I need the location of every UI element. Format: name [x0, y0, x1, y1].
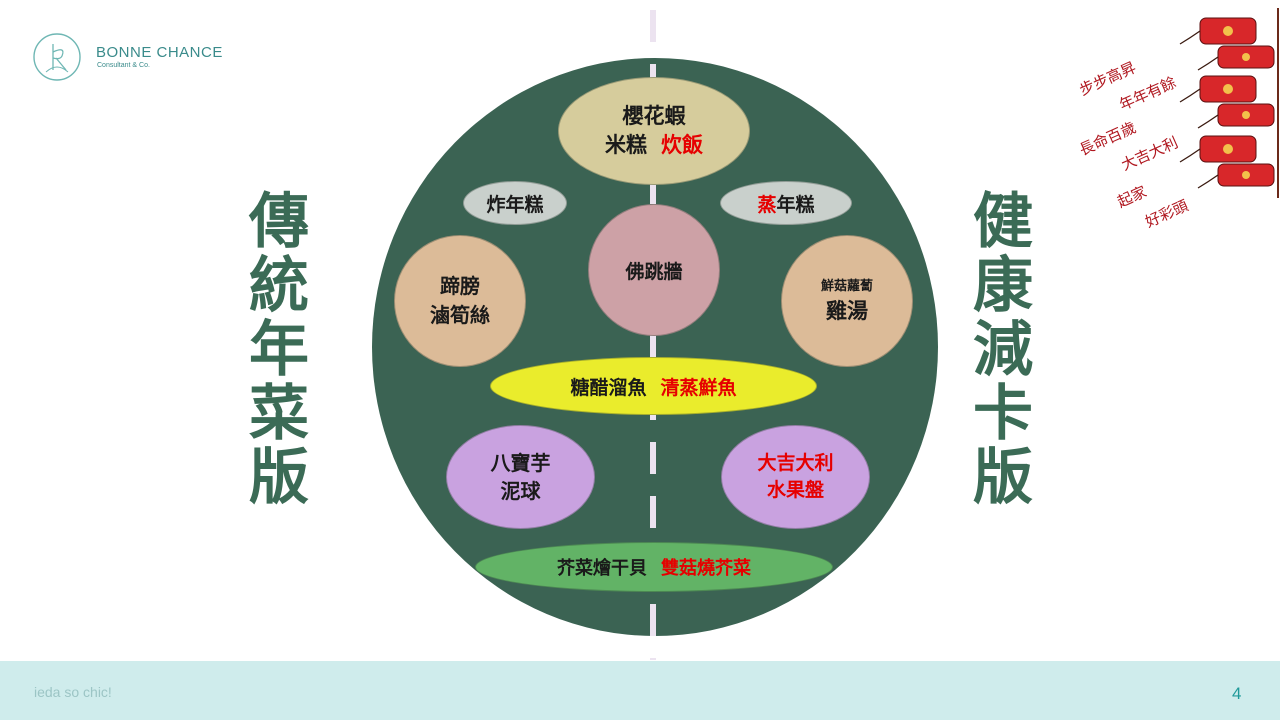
dish-label-healthy: 蒸: [757, 193, 777, 216]
title-char: 菜: [249, 379, 309, 449]
title-char: 年: [249, 315, 309, 385]
title-char: 傳: [249, 187, 309, 257]
dish-buddha-jumps-wall: 佛跳牆: [588, 204, 720, 336]
dish-label: 芥菜燴干貝: [557, 558, 647, 579]
title-char: 減: [973, 315, 1033, 385]
dish-taro-balls: 八寶芋 泥球: [446, 425, 595, 529]
brand-name: BONNE CHANCE: [96, 44, 223, 61]
dish-label-healthy: 清蒸鮮魚: [660, 376, 737, 399]
dish-label: 泥球: [500, 479, 541, 503]
dish-label-healthy: 炊飯: [661, 133, 703, 157]
dish-label: 糖醋溜魚: [570, 376, 647, 399]
dish-label: 八寶芋: [490, 451, 551, 475]
title-char: 統: [249, 251, 309, 321]
dish-fish: 糖醋溜魚清蒸鮮魚: [490, 357, 817, 415]
title-char: 康: [973, 251, 1033, 321]
dish-mustard-greens: 芥菜燴干貝雙菇燒芥菜: [475, 542, 833, 592]
footer-text: ieda so chic!: [34, 684, 112, 700]
healthy-title: 健 康 減 卡 版: [968, 190, 1038, 510]
dish-sakura-shrimp-rice: 櫻花蝦 米糕炊飯: [558, 77, 750, 185]
dish-label: 米糕: [605, 133, 647, 157]
dish-fried-rice-cake: 炸年糕: [463, 181, 567, 225]
dish-steamed-rice-cake: 蒸年糕: [720, 181, 852, 225]
title-char: 健: [973, 187, 1033, 257]
dish-label-healthy: 大吉大利: [757, 452, 834, 474]
dish-label: 鮮菇蘿蔔: [820, 279, 873, 294]
brand-subtitle: Consultant & Co.: [97, 62, 150, 69]
dish-fruit-platter: 大吉大利 水果盤: [721, 425, 870, 529]
bonne-chance-logo-icon: [33, 33, 81, 81]
dish-label: 蹄膀: [440, 274, 480, 298]
traditional-title: 傳 統 年 菜 版: [244, 190, 314, 510]
title-char: 版: [973, 443, 1033, 513]
dish-label: 年糕: [776, 193, 815, 216]
dish-mushroom-radish-soup: 鮮菇蘿蔔 雞湯: [781, 235, 913, 367]
firecracker-icon: [1179, 8, 1279, 198]
dish-braised-pork-knuckle: 蹄膀 滷筍絲: [394, 235, 526, 367]
wish-text: 起家: [1114, 182, 1150, 212]
dish-label: 櫻花蝦: [622, 104, 686, 128]
dish-label: 佛跳牆: [625, 260, 683, 283]
title-char: 版: [249, 443, 309, 513]
footer-bar: [0, 661, 1280, 720]
dish-label: 炸年糕: [486, 193, 544, 216]
dish-label-healthy: 雙菇燒芥菜: [661, 558, 751, 579]
dish-label: 滷筍絲: [430, 303, 490, 327]
dish-label-healthy: 水果盤: [766, 479, 824, 501]
page-number: 4: [1232, 684, 1242, 703]
dish-label: 雞湯: [826, 299, 868, 323]
title-char: 卡: [973, 379, 1033, 449]
